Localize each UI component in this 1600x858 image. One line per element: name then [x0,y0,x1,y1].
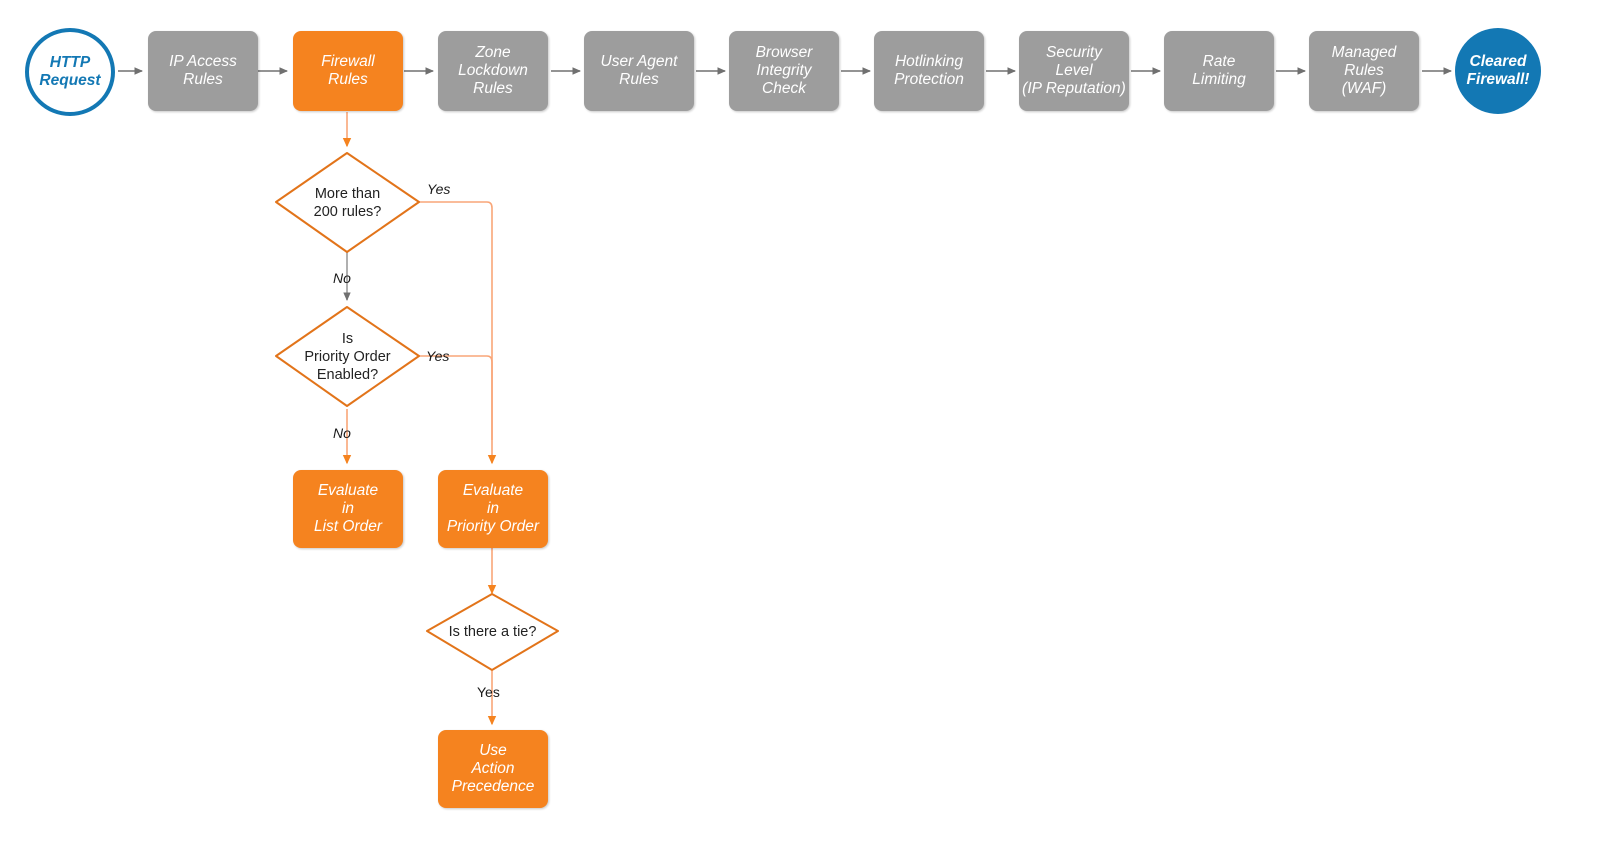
node-managed-rules-waf[interactable]: Managed Rules (WAF) [1309,31,1419,111]
node-evaluate-in-list-order-label: Evaluate in List Order [313,481,383,536]
node-cleared-firewall-label: Cleared Firewall! [1466,52,1530,88]
node-ip-access-rules-label: IP Access Rules [169,52,237,88]
node-is-priority-order-enabled-label: Is Priority Order Enabled? [304,330,391,384]
node-cleared-firewall[interactable]: Cleared Firewall! [1455,28,1541,114]
node-evaluate-in-priority-order[interactable]: Evaluate in Priority Order [438,470,548,548]
node-security-level-label: Security Level (IP Reputation) [1022,43,1126,98]
node-more-than-200-rules[interactable]: More than 200 rules? [276,153,419,253]
node-evaluate-in-priority-order-label: Evaluate in Priority Order [446,481,540,536]
node-hotlinking-protection-label: Hotlinking Protection [894,52,964,88]
node-browser-integrity-check-label: Browser Integrity Check [755,43,813,98]
node-user-agent-rules-label: User Agent Rules [600,52,678,88]
node-http-request-label: HTTP Request [39,53,101,89]
edge-label-yes-is-there-a-tie: Yes [477,684,500,700]
node-rate-limiting-label: Rate Limiting [1192,52,1246,88]
edge-label-yes-is-priority-order-enabled: Yes [426,348,450,364]
node-zone-lockdown-rules[interactable]: Zone Lockdown Rules [438,31,548,111]
node-use-action-precedence-label: Use Action Precedence [451,741,535,796]
edge-label-yes-more-than-200-rules: Yes [427,181,451,197]
node-is-there-a-tie[interactable]: Is there a tie? [427,594,558,671]
node-use-action-precedence[interactable]: Use Action Precedence [438,730,548,808]
node-browser-integrity-check[interactable]: Browser Integrity Check [729,31,839,111]
node-zone-lockdown-rules-label: Zone Lockdown Rules [458,43,528,98]
node-ip-access-rules[interactable]: IP Access Rules [148,31,258,111]
node-is-there-a-tie-label: Is there a tie? [448,624,537,641]
edge-label-no-more-than-200-rules: No [333,270,351,286]
node-rate-limiting[interactable]: Rate Limiting [1164,31,1274,111]
node-evaluate-in-list-order[interactable]: Evaluate in List Order [293,470,403,548]
node-hotlinking-protection[interactable]: Hotlinking Protection [874,31,984,111]
node-firewall-rules[interactable]: Firewall Rules [293,31,403,111]
node-security-level[interactable]: Security Level (IP Reputation) [1019,31,1129,111]
edge-label-no-is-priority-order-enabled: No [333,425,351,441]
node-user-agent-rules[interactable]: User Agent Rules [584,31,694,111]
node-managed-rules-waf-label: Managed Rules (WAF) [1331,43,1397,98]
node-more-than-200-rules-label: More than 200 rules? [313,185,382,220]
node-is-priority-order-enabled[interactable]: Is Priority Order Enabled? [276,307,419,407]
node-http-request[interactable]: HTTP Request [25,28,115,116]
node-firewall-rules-label: Firewall Rules [321,52,375,88]
